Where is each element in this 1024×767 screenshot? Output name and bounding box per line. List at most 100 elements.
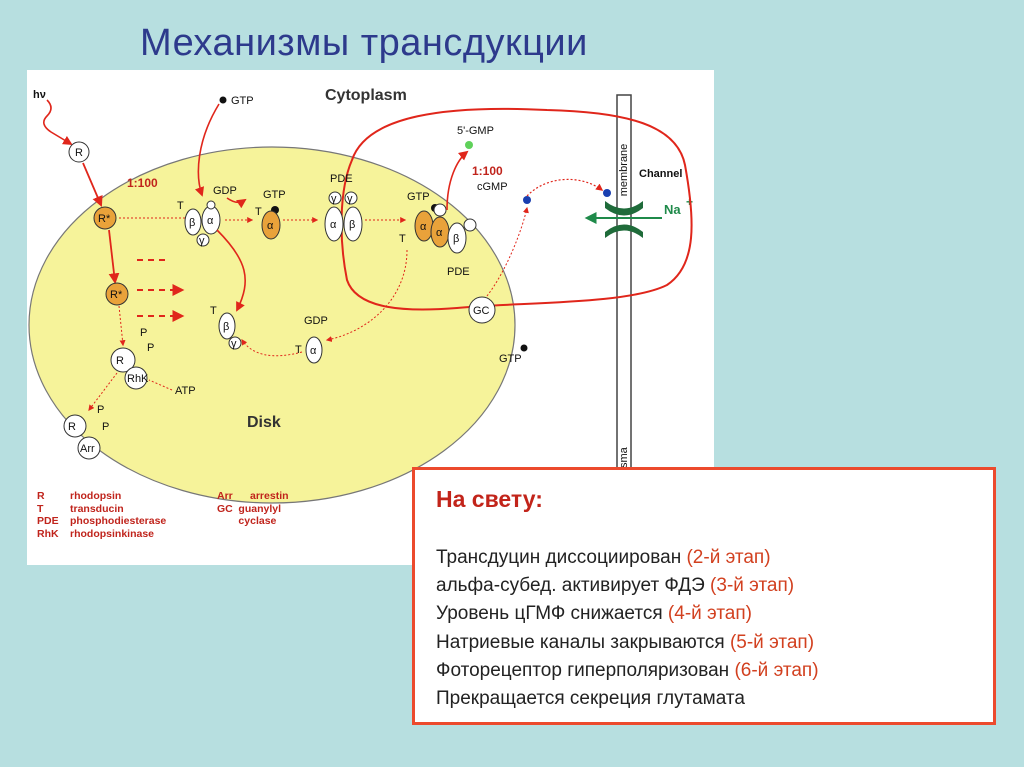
cytoplasm-label: Cytoplasm (325, 87, 407, 104)
t1-beta (184, 208, 202, 236)
r-label: R (75, 147, 83, 159)
pde-act-gamma1 (433, 203, 447, 217)
rhk-label: RhK (127, 373, 149, 385)
info-lines: Трансдуцин диссоциирован (2-й этап) альф… (436, 544, 819, 713)
rhodopsin-node (68, 141, 90, 163)
light-info-box: На свету: Трансдуцин диссоциирован (2-й … (412, 467, 996, 725)
p2-label: P (147, 342, 154, 354)
ra-node (63, 414, 87, 438)
pde-act-beta-label: β (453, 233, 459, 245)
p4-label: P (102, 421, 109, 433)
cgmp-channel-dot (603, 189, 611, 197)
channel-lower (605, 224, 643, 238)
gtp-top-dot (219, 96, 227, 104)
pde-low-label: PDE (447, 266, 470, 278)
rp-label: R (116, 355, 124, 367)
cgmp-loop (340, 107, 693, 311)
ratio1-label: 1:100 (127, 176, 158, 190)
arrow-return (325, 249, 408, 342)
na-label: Na (664, 202, 681, 217)
rstar2-label: R* (110, 289, 123, 301)
gdp-low-label: GDP (304, 315, 328, 327)
t5-gamma-label: γ (231, 338, 237, 350)
pde-act-alpha2-label: α (436, 227, 443, 239)
t4-alpha-label: α (310, 345, 317, 357)
gtp-gc-dot (520, 344, 528, 352)
pde-act-alpha1-label: α (420, 221, 427, 233)
info-line: Натриевые каналы закрываются (5-й этап) (436, 631, 815, 653)
t2-label: T (255, 206, 262, 218)
channel-upper (605, 201, 643, 216)
t2-alpha (261, 210, 281, 240)
arr-node (77, 436, 101, 460)
gmp5-dot (465, 141, 473, 149)
info-line: Прекращается секреция глутамата (436, 688, 745, 710)
arrow-rstar-rp (118, 305, 126, 347)
arrow-t-tbg (216, 229, 246, 312)
page-title: Механизмы трансдукции (140, 22, 588, 64)
t5-gamma (228, 336, 242, 350)
arrow-r-rstar (82, 162, 103, 207)
pde-top-label: PDE (330, 173, 353, 185)
transduction-diagram: membrane plasma Channel Na + hν Cytoplas… (27, 70, 714, 565)
hv-label: hν (33, 89, 46, 101)
pde-gamma2 (344, 191, 358, 205)
atp-arrow (148, 379, 173, 391)
ratio2-label: 1:100 (472, 164, 503, 178)
cgmp-label: cGMP (477, 181, 508, 193)
rp-node (110, 347, 136, 373)
gtp-top-label: GTP (231, 95, 254, 107)
t1-gamma-label: γ (199, 235, 205, 247)
arrow-to-tbg (241, 339, 303, 357)
gdp-top-label: GDP (213, 185, 237, 197)
p1-label: P (140, 327, 147, 339)
t5-beta (218, 312, 236, 340)
pde-alpha-label: α (330, 219, 337, 231)
t1-label: T (177, 200, 184, 212)
channel-label: Channel (639, 168, 682, 180)
t1-top (206, 200, 216, 210)
gc-node (468, 296, 496, 324)
pde-act-gamma2 (463, 218, 477, 232)
arrow-gdp-out (226, 197, 247, 209)
rhk-node (124, 366, 148, 390)
t4-alpha (305, 336, 323, 364)
arrow-gtp-t (194, 103, 220, 197)
info-line: Уровень цГМФ снижается (4-й этап) (436, 603, 752, 625)
pde-beta (343, 206, 363, 242)
pde-beta-label: β (349, 219, 355, 231)
arrow-rstar-rstar (108, 229, 120, 285)
ra-label: R (68, 421, 76, 433)
arrow-cgmp-channel (526, 178, 604, 197)
pde-alpha (324, 206, 344, 242)
t3-label: T (399, 233, 406, 245)
gmp5-label: 5'-GMP (457, 125, 494, 137)
t1-beta-label: β (189, 217, 195, 229)
t4-label: T (295, 344, 302, 356)
pde-gamma1 (328, 191, 342, 205)
info-line: Фоторецептор гиперполяризован (6-й этап) (436, 659, 819, 681)
gtp-mid-label: GTP (263, 189, 286, 201)
gc-label: GC (473, 305, 490, 317)
atp-label: ATP (175, 385, 196, 397)
arrow-to-gmp (446, 150, 469, 211)
t5-beta-label: β (223, 321, 229, 333)
membrane-label: membrane (618, 144, 630, 197)
gtp-pde-label: GTP (407, 191, 430, 203)
cgmp-dot (523, 196, 531, 204)
t1-gamma (196, 233, 210, 247)
rstar2-node (105, 282, 129, 306)
t5-label: T (210, 305, 217, 317)
light-squiggle (43, 99, 73, 145)
pde-gamma1-label: γ (331, 193, 337, 205)
rstar1-node (93, 206, 117, 230)
info-line: Трансдуцин диссоциирован (2-й этап) (436, 547, 771, 568)
